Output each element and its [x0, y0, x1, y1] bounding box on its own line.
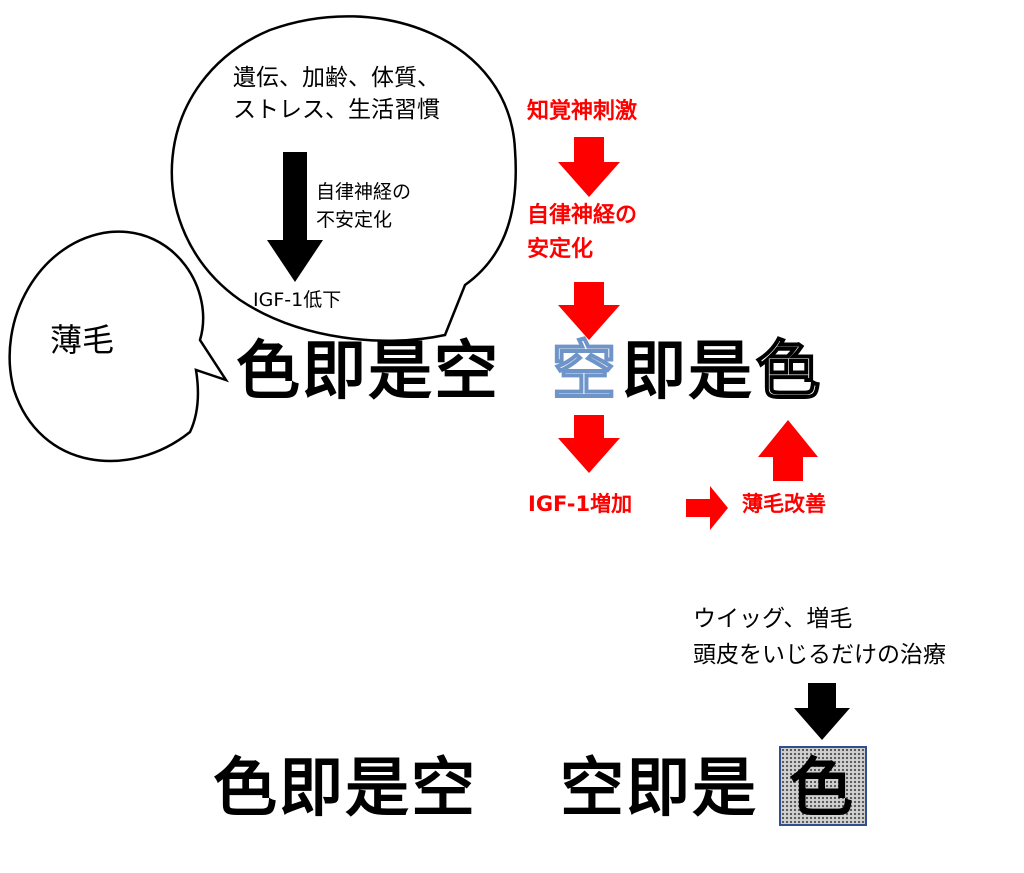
top-phrase-right-first: 空: [551, 335, 618, 409]
flow-step-2-line-2: 安定化: [527, 237, 594, 262]
red-arrow-down-1-icon: [558, 137, 620, 197]
red-arrow-down-2-icon: [558, 282, 620, 340]
arrow-label-line-2: 不安定化: [316, 209, 393, 231]
top-phrase-right-middle: 即是: [622, 335, 754, 409]
thin-hair-label: 薄毛: [50, 321, 115, 359]
dotted-highlight-box: [779, 746, 867, 826]
black-arrow-down-2-icon: [794, 683, 850, 740]
red-arrow-up-icon: [758, 420, 818, 481]
flow-step-1: 知覚神刺激: [527, 99, 638, 124]
arrow-label-line-1: 自律神経の: [316, 181, 412, 203]
bottom-note-line-2: 頭皮をいじるだけの治療: [693, 642, 946, 668]
large-speech-bubble: [170, 15, 517, 342]
cause-line-1: 遺伝、加齢、体質、: [233, 65, 440, 91]
bottom-phrase-right-main: 空即是: [560, 752, 758, 826]
cause-line-2: ストレス、生活習慣: [233, 97, 440, 123]
flow-step-2-line-1: 自律神経の: [527, 203, 638, 228]
bottom-phrase-left: 色即是空: [213, 752, 477, 826]
igf-decrease-label: IGF-1低下: [253, 289, 342, 311]
flow-step-3: IGF-1増加: [528, 492, 633, 516]
black-arrow-down-icon: [267, 152, 323, 282]
top-phrase-right-last: 色: [755, 335, 822, 409]
top-phrase-left: 色即是空: [236, 335, 500, 409]
red-arrow-down-3-icon: [558, 415, 620, 473]
bottom-note-line-1: ウイッグ、増毛: [693, 606, 853, 632]
red-arrow-right-icon: [686, 486, 728, 530]
small-speech-bubble: [8, 230, 229, 463]
flow-step-4: 薄毛改善: [742, 492, 826, 516]
bottom-phrase-right-last: 色: [789, 752, 855, 826]
